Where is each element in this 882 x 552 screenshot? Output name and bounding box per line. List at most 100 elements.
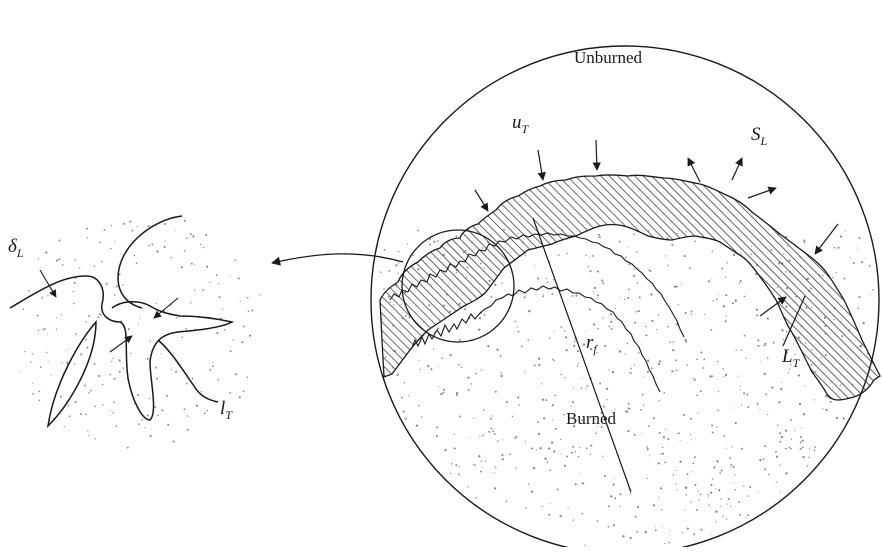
stipple-dot <box>674 286 676 288</box>
stipple-dot <box>157 414 159 416</box>
stipple-dot <box>247 377 249 379</box>
stipple-dot <box>238 278 240 280</box>
stipple-dot <box>74 282 76 284</box>
stipple-dot <box>564 377 565 378</box>
stipple-dot <box>697 412 698 413</box>
stipple-dot <box>734 474 735 475</box>
stipple-dot <box>171 257 172 258</box>
stipple-dot <box>720 499 721 500</box>
stipple-dot <box>858 237 860 239</box>
stipple-dot <box>429 239 431 241</box>
stipple-dot <box>398 262 399 263</box>
stipple-dot <box>723 368 725 370</box>
stipple-dot <box>710 534 711 535</box>
stipple-dot <box>779 432 781 434</box>
stipple-dot <box>58 239 60 241</box>
stipple-dot <box>459 416 461 418</box>
stipple-dot <box>678 432 680 434</box>
stipple-dot <box>20 371 21 372</box>
stipple-dot <box>478 329 480 331</box>
stipple-dot <box>870 294 871 295</box>
stipple-dot <box>195 328 196 329</box>
stipple-dot <box>800 448 802 450</box>
stipple-dot <box>659 360 661 362</box>
stipple-dot <box>685 339 687 341</box>
stipple-dot <box>151 244 153 246</box>
stipple-dot <box>739 514 741 516</box>
stipple-dot <box>663 392 665 394</box>
stipple-dot <box>768 474 770 476</box>
stipple-dot <box>114 241 115 242</box>
stipple-dot <box>494 472 495 473</box>
stipple-dot <box>481 369 482 370</box>
stipple-dot <box>525 441 526 442</box>
stipple-dot <box>247 297 248 298</box>
stipple-dot <box>147 358 149 360</box>
stipple-dot <box>700 351 702 353</box>
stipple-dot <box>725 374 727 376</box>
stipple-dot <box>167 424 169 426</box>
stipple-dot <box>582 513 584 515</box>
stipple-dot <box>679 461 681 463</box>
stipple-dot <box>694 379 696 381</box>
stipple-dot <box>192 235 194 237</box>
stipple-dot <box>537 421 539 423</box>
stipple-dot <box>836 417 838 419</box>
stipple-dot <box>647 360 649 362</box>
stipple-dot <box>699 500 700 501</box>
stipple-dot <box>586 330 587 331</box>
stipple-dot <box>475 373 477 375</box>
stipple-dot <box>538 433 540 435</box>
stipple-dot <box>515 321 517 323</box>
stipple-dot <box>23 309 25 311</box>
stipple-dot <box>669 530 670 531</box>
stipple-dot <box>805 385 806 386</box>
stipple-dot <box>675 470 676 471</box>
stipple-dot <box>780 464 781 465</box>
stipple-dot <box>593 323 595 325</box>
stipple-dot <box>729 456 730 457</box>
stipple-dot <box>606 388 608 390</box>
stipple-dot <box>667 265 668 266</box>
stipple-dot <box>689 268 691 270</box>
stipple-dot <box>173 441 175 443</box>
stipple-dot <box>512 416 514 418</box>
stipple-dot <box>478 455 480 457</box>
stipple-dot <box>541 383 542 384</box>
stipple-dot <box>549 337 550 338</box>
stipple-dot <box>589 257 590 258</box>
stipple-dot <box>461 367 463 369</box>
stipple-dot <box>726 518 727 519</box>
stipple-dot <box>861 261 863 263</box>
stipple-dot <box>155 367 157 369</box>
stipple-dot <box>41 297 43 299</box>
stipple-dot <box>458 364 460 366</box>
stipple-dot <box>625 353 626 354</box>
stipple-dot <box>568 508 569 509</box>
stipple-dot <box>628 288 630 290</box>
stipple-dot <box>429 244 430 245</box>
stipple-dot <box>785 430 787 432</box>
stipple-dot <box>746 358 747 359</box>
stipple-dot <box>205 234 207 236</box>
stipple-dot <box>685 312 687 314</box>
stipple-dot <box>630 537 632 539</box>
stipple-dot <box>802 440 804 442</box>
stipple-dot <box>114 294 116 296</box>
stipple-dot <box>664 461 666 463</box>
stipple-dot <box>798 374 800 376</box>
stipple-dot <box>590 270 592 272</box>
stipple-dot <box>481 466 482 467</box>
stipple-dot <box>65 350 66 351</box>
stipple-dot <box>524 296 526 298</box>
stipple-dot <box>700 390 702 392</box>
stipple-dot <box>645 334 647 336</box>
stipple-dot <box>150 340 151 341</box>
stipple-dot <box>800 436 802 438</box>
stipple-dot <box>112 412 114 414</box>
stipple-dot <box>572 401 574 403</box>
stipple-dot <box>549 469 551 471</box>
stipple-dot <box>420 369 421 370</box>
stipple-dot <box>573 345 575 347</box>
stipple-dot <box>518 404 520 406</box>
